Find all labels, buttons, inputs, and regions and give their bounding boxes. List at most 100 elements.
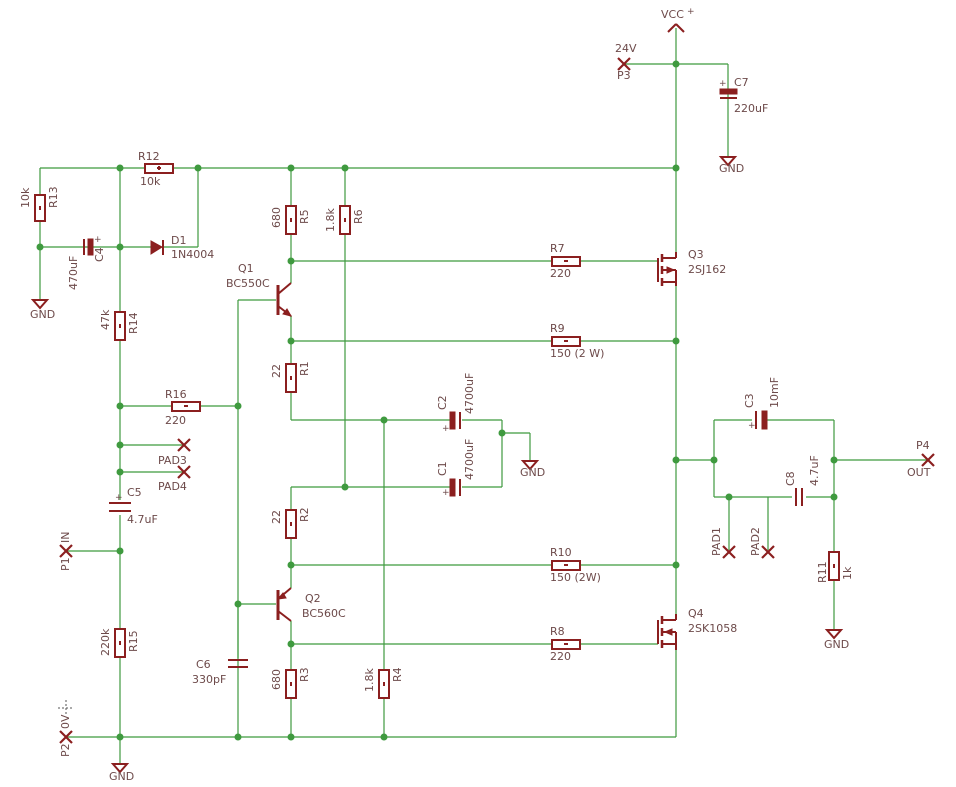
pad1-label: PAD1 (710, 527, 723, 556)
capacitor-c5: + C5 4.7uF (109, 486, 158, 526)
r4-value: 1.8k (363, 668, 376, 692)
r14-ref: R14 (127, 312, 140, 334)
resistor-r10: R10 150 (2W) (550, 546, 601, 584)
r7-ref: R7 (550, 242, 565, 255)
resistor-r1: R1 22 (270, 361, 311, 393)
diode-d1: D1 1N4004 (150, 234, 214, 261)
r10-ref: R10 (550, 546, 572, 559)
q1-value: BC550C (226, 277, 270, 290)
resistor-r4: R4 1.8k (363, 667, 404, 699)
c8-ref: C8 (784, 471, 797, 486)
capacitor-c6: C6 330pF (192, 604, 248, 686)
c3-ref: C3 (743, 393, 756, 408)
resistor-r12: R12 10k (138, 150, 174, 188)
r2-ref: R2 (298, 507, 311, 522)
transistor-q1: Q1 BC550C (226, 262, 293, 317)
mosfet-q4: Q4 2SK1058 (657, 607, 737, 650)
c8-value: 4.7uF (808, 455, 821, 486)
q3-value: 2SJ162 (688, 263, 726, 276)
gnd-label-c1c2: GND (520, 466, 545, 479)
d1-ref: D1 (171, 234, 186, 247)
pad-pad2: PAD2 (749, 527, 775, 559)
port-p3: 24V P3 (615, 42, 637, 82)
c7-ref: C7 (734, 76, 749, 89)
r6-value: 1.8k (324, 208, 337, 232)
c1-value: 4700uF (463, 439, 476, 480)
resistor-r5: R5 680 (270, 205, 311, 235)
c7-value: 220uF (734, 102, 768, 115)
gnd-symbol-r13: GND (30, 299, 55, 321)
r9-ref: R9 (550, 322, 565, 335)
capacitor-c3: + C3 10mF (743, 377, 781, 431)
c3-value: 10mF (768, 377, 781, 408)
r16-value: 220 (165, 414, 186, 427)
r16-ref: R16 (165, 388, 187, 401)
transistor-q2: Q2 BC560C (276, 587, 346, 622)
p1-label: IN (59, 532, 72, 543)
c4-ref: C4 (93, 247, 106, 262)
q1-ref: Q1 (238, 262, 254, 275)
q3-ref: Q3 (688, 248, 704, 261)
c5-value: 4.7uF (127, 513, 158, 526)
gnd-label-bottom: GND (109, 770, 134, 783)
r3-ref: R3 (298, 667, 311, 682)
r3-value: 680 (270, 669, 283, 690)
port-p2: 0V P2 (58, 700, 74, 757)
pad-pad1: PAD1 (710, 527, 736, 559)
pad3-label: PAD3 (158, 454, 187, 467)
svg-text:+: + (748, 421, 756, 431)
p2-label: 0V (59, 714, 72, 729)
gnd-label-r11: GND (824, 638, 849, 651)
c6-value: 330pF (192, 673, 226, 686)
r13-value: 10k (19, 187, 32, 208)
p2-ref: P2 (59, 743, 72, 757)
p1-ref: P1 (59, 557, 72, 571)
c1-ref: C1 (436, 461, 449, 476)
c5-ref: C5 (127, 486, 142, 499)
r5-ref: R5 (298, 209, 311, 224)
r9-value: 150 (2 W) (550, 347, 604, 360)
resistor-r9: R9 150 (2 W) (550, 322, 604, 360)
r8-value: 220 (550, 650, 571, 663)
r8-ref: R8 (550, 625, 565, 638)
r7-value: 220 (550, 267, 571, 280)
gnd-symbol-r11: GND (824, 629, 849, 651)
capacitor-c2: + C2 4700uF (436, 373, 476, 434)
c2-value: 4700uF (463, 373, 476, 414)
r11-ref: R11 (816, 561, 829, 583)
p3-ref: P3 (617, 69, 631, 82)
capacitor-c1: + C1 4700uF (436, 439, 476, 498)
q4-value: 2SK1058 (688, 622, 737, 635)
r1-ref: R1 (298, 361, 311, 376)
port-p1: IN P1 (59, 532, 73, 571)
q4-ref: Q4 (688, 607, 704, 620)
q2-ref: Q2 (305, 592, 321, 605)
vcc-label: VCC (661, 8, 684, 21)
r11-value: 1k (841, 566, 854, 580)
r10-value: 150 (2W) (550, 571, 601, 584)
r15-ref: R15 (127, 630, 140, 652)
svg-text:+: + (442, 488, 450, 498)
pad-pad3: PAD3 (158, 438, 191, 467)
pad-pad4: PAD4 (158, 465, 191, 493)
svg-text:+: + (94, 235, 102, 245)
p4-ref: P4 (916, 439, 930, 452)
vcc-symbol: VCC + (661, 7, 695, 33)
r4-ref: R4 (391, 667, 404, 682)
resistor-r11: R11 1k (816, 551, 854, 583)
c4-value: 470uF (67, 256, 80, 290)
c6-ref: C6 (196, 658, 211, 671)
resistor-r3: R3 680 (270, 667, 311, 699)
r6-ref: R6 (352, 209, 365, 224)
resistor-r2: R2 22 (270, 507, 311, 539)
r2-value: 22 (270, 510, 283, 524)
resistor-r14: R14 47k (99, 309, 140, 341)
r15-value: 220k (99, 628, 112, 656)
svg-text:+: + (442, 424, 450, 434)
gnd-label-r13: GND (30, 308, 55, 321)
c2-ref: C2 (436, 395, 449, 410)
gnd-symbol-c1c2: GND (520, 460, 545, 479)
capacitor-c8: C8 4.7uF (784, 455, 821, 506)
d1-value: 1N4004 (171, 248, 214, 261)
